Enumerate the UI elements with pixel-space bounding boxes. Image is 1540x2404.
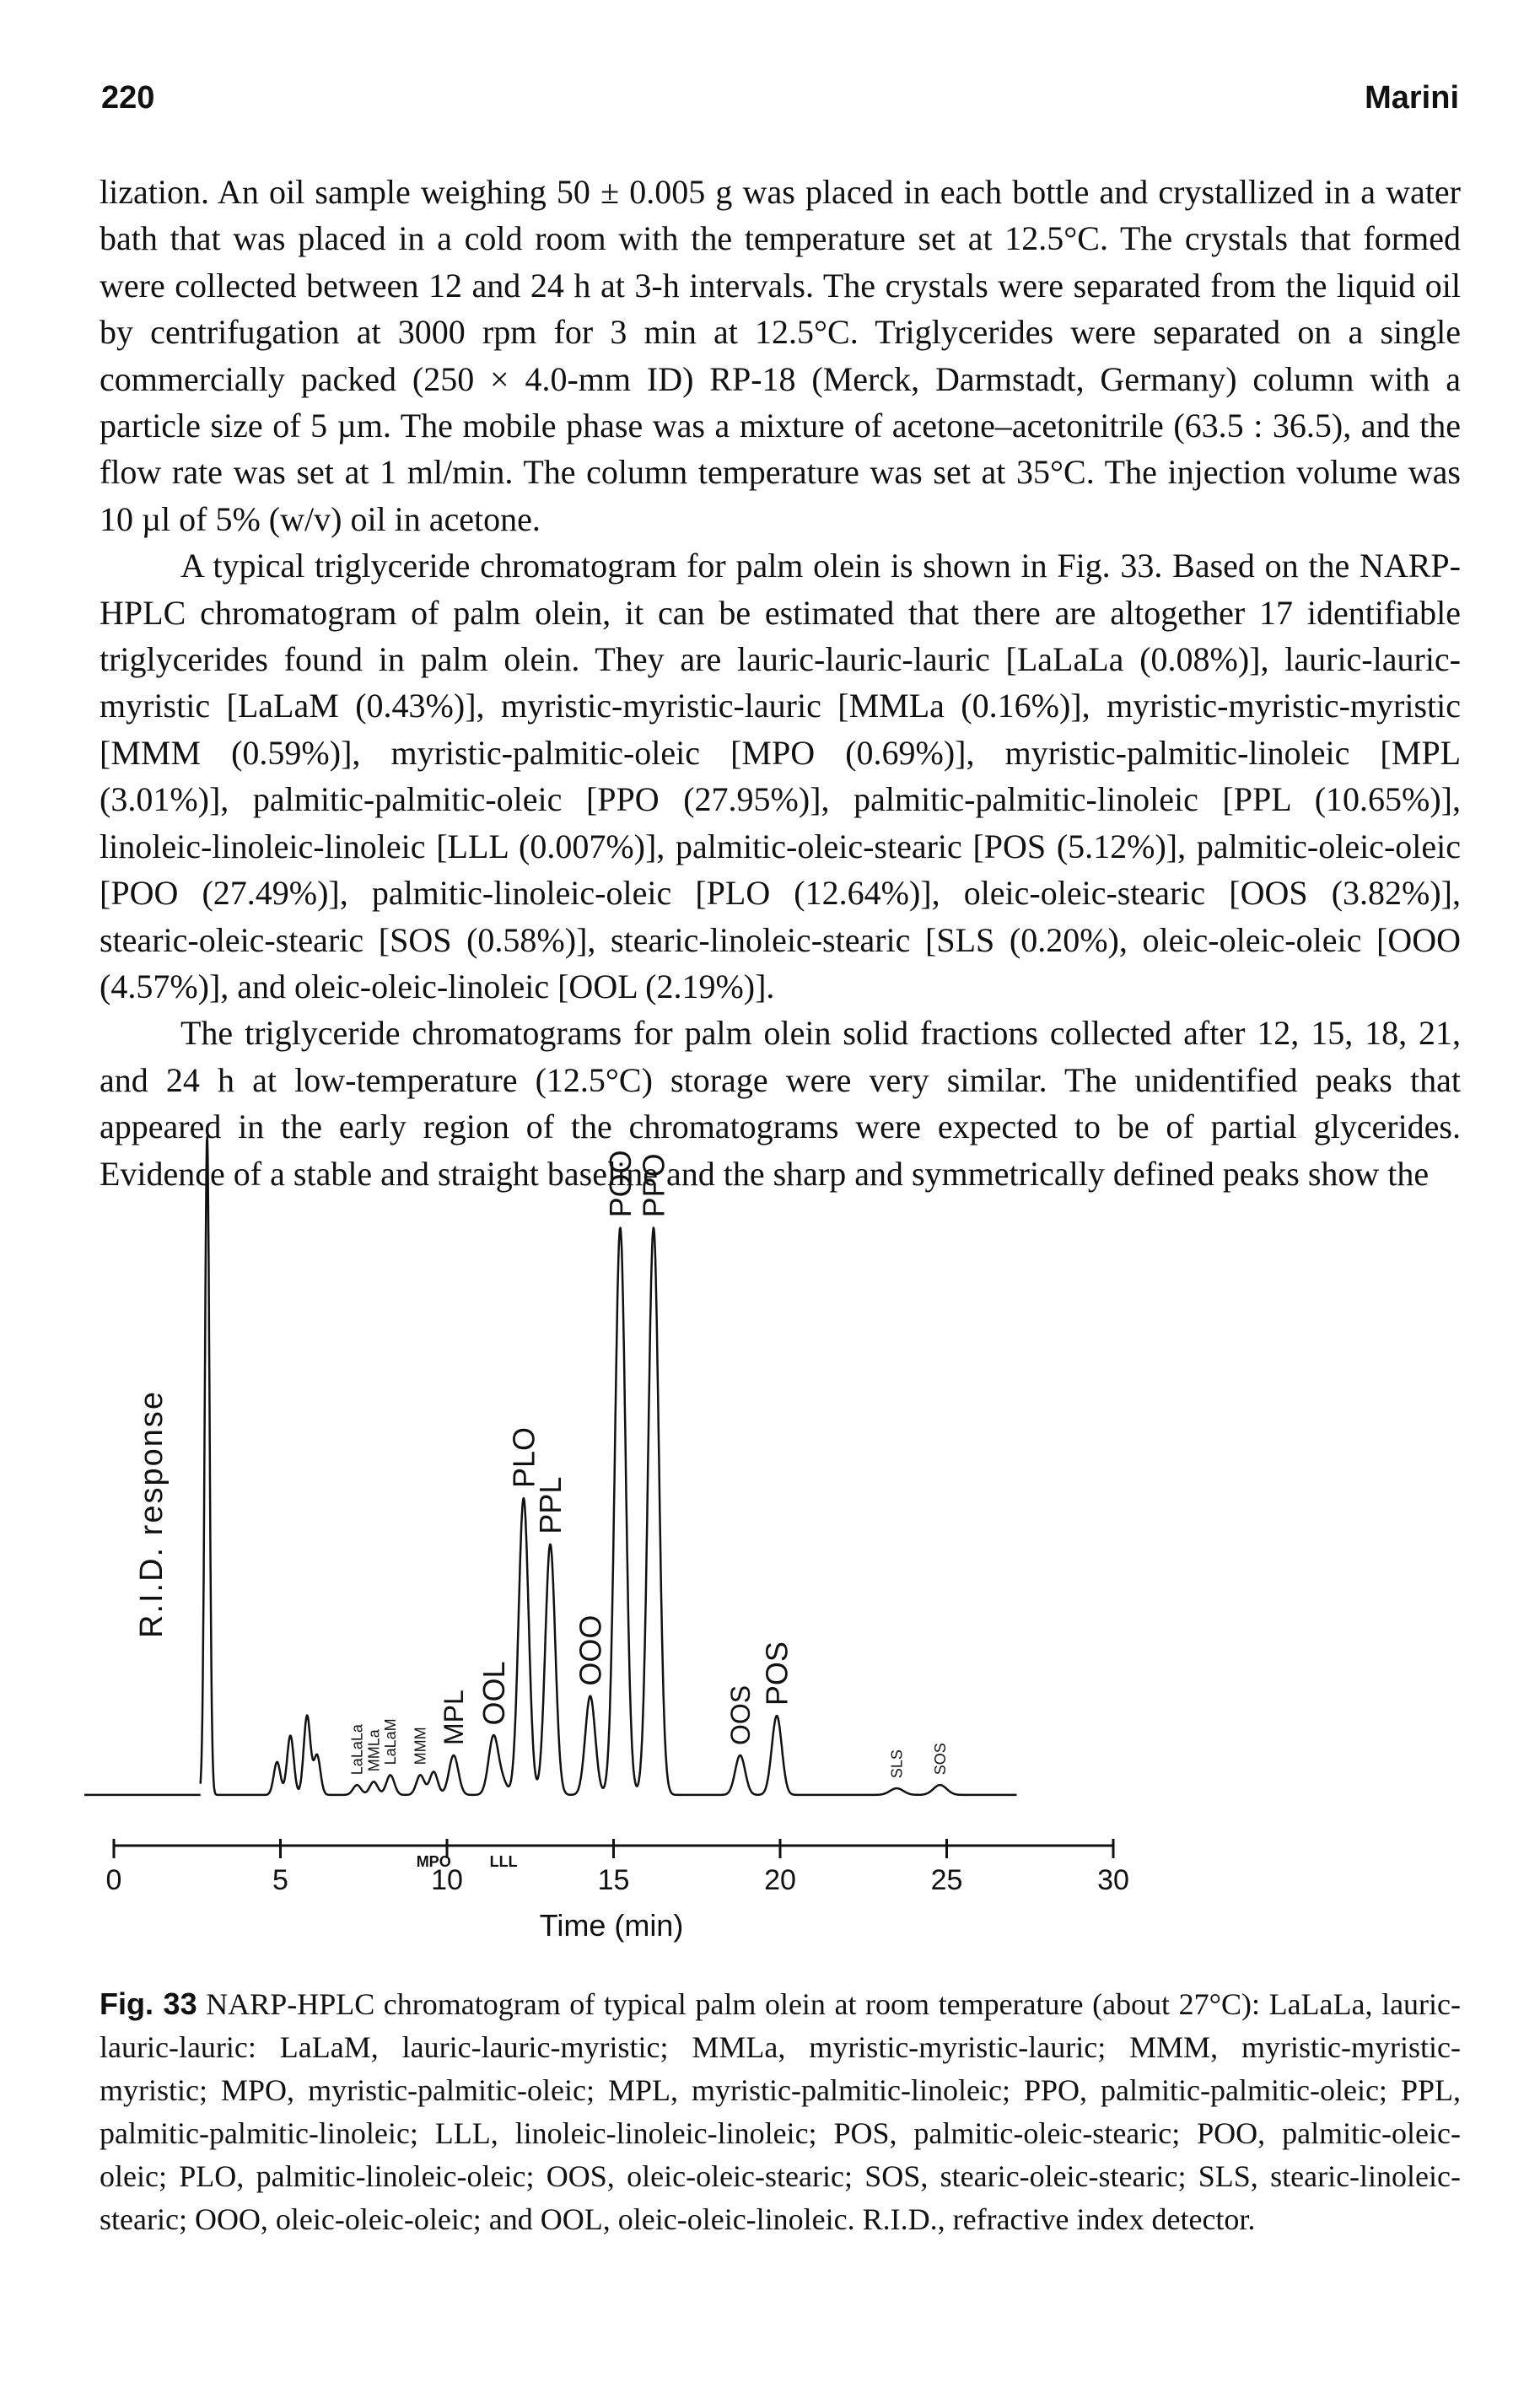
peak-label: LaLaLa (349, 1723, 366, 1775)
peak-label: MMM (412, 1727, 429, 1765)
peak-label: LLL (490, 1853, 518, 1870)
peak-label: OOO (573, 1615, 608, 1686)
running-title: Marini (1365, 80, 1459, 116)
x-axis-label: Time (min) (540, 1908, 684, 1943)
x-tick-label: 10 (431, 1864, 463, 1896)
x-tick-label: 0 (106, 1864, 122, 1896)
caption-text: NARP-HPLC chromatogram of typical palm o… (100, 1987, 1462, 2236)
peak-label: POS (760, 1641, 794, 1706)
paragraph: A typical triglyceride chromatogram for … (100, 547, 1461, 1005)
y-axis-label: R.I.D. response (134, 1390, 170, 1638)
peak-label: PPL (533, 1477, 568, 1534)
peak-label: MPO (417, 1853, 451, 1870)
figure-label: Fig. 33 (100, 1986, 197, 2021)
peak-label: OOS (725, 1685, 756, 1745)
peak-label: SLS (889, 1749, 906, 1778)
x-tick-label: 25 (931, 1864, 963, 1896)
x-tick-label: 20 (764, 1864, 796, 1896)
paragraph: The triglyceride chromatograms for palm … (100, 1014, 1461, 1193)
peak-label: LaLaM (382, 1718, 399, 1765)
peak-label: PLO (507, 1427, 541, 1488)
peak-label: OOL (477, 1661, 511, 1725)
peak-label: PPO (637, 1153, 671, 1217)
page-number: 220 (101, 80, 155, 116)
figure-caption: Fig. 33 NARP-HPLC chromatogram of typica… (100, 1982, 1461, 2241)
chromatogram-trace (199, 1135, 1018, 1797)
peak-label: MMLa (365, 1728, 382, 1771)
x-tick-label: 30 (1097, 1864, 1129, 1896)
paragraph: lization. An oil sample weighing 50 ± 0.… (100, 173, 1461, 538)
x-tick-label: 5 (272, 1864, 288, 1896)
peak-label: MPL (439, 1690, 469, 1745)
x-tick-label: 15 (598, 1864, 630, 1896)
peak-label: POO (603, 1150, 638, 1217)
page-header: 220 Marini (101, 80, 1459, 122)
peak-label: SOS (932, 1743, 949, 1775)
body-text: lization. An oil sample weighing 50 ± 0.… (100, 169, 1461, 1197)
